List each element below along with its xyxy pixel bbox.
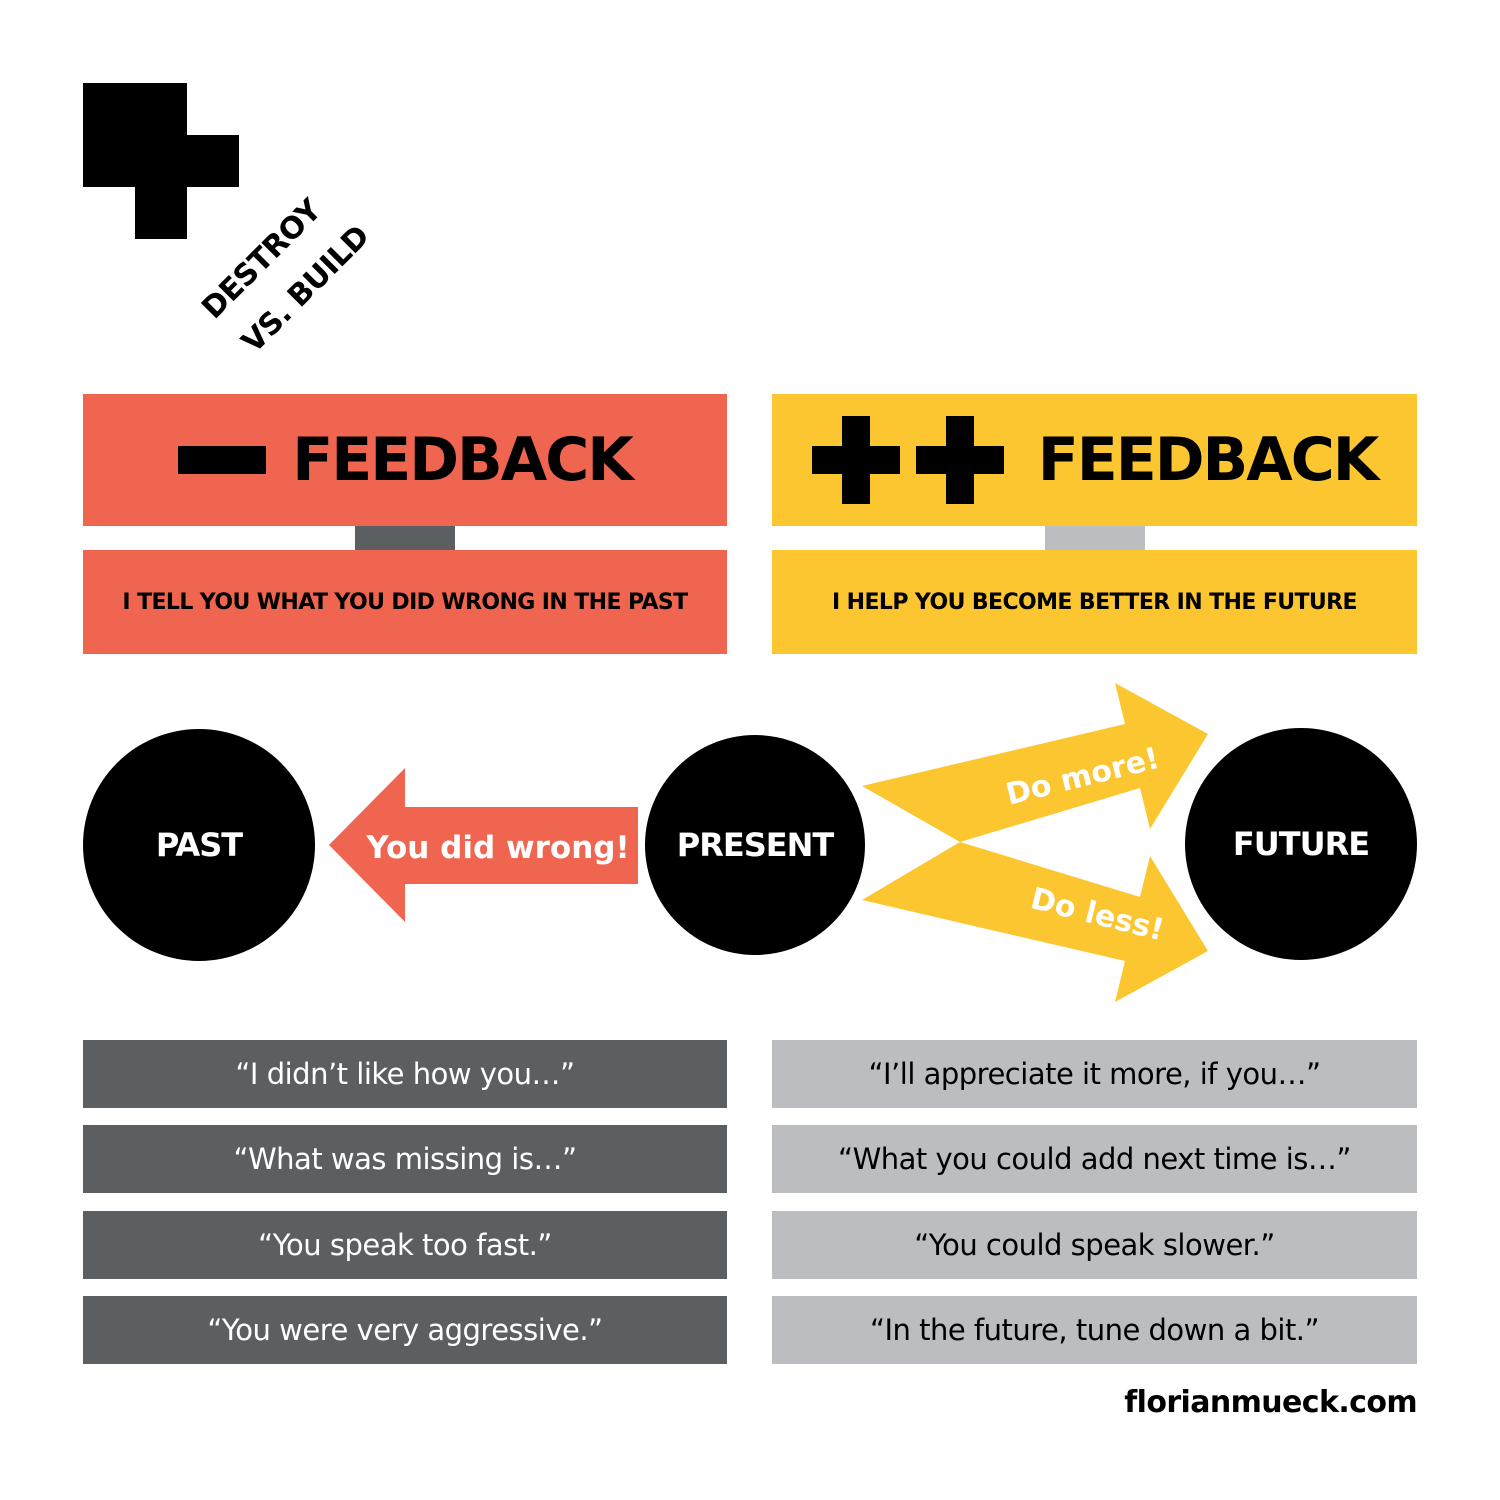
do-less-arrow [862, 842, 1208, 1002]
logo-shape [83, 83, 187, 135]
negative-title: FEEDBACK [292, 425, 633, 495]
positive-connector [1045, 526, 1145, 550]
positive-quote: “In the future, tune down a bit.” [772, 1296, 1417, 1364]
positive-quote: “I’ll appreciate it more, if you…” [772, 1040, 1417, 1108]
logo-shape [83, 135, 135, 187]
positive-subtitle: I HELP YOU BECOME BETTER IN THE FUTURE [772, 550, 1417, 654]
minus-icon [178, 446, 267, 474]
plus-icon [915, 416, 1004, 504]
negative-quote: “You were very aggressive.” [83, 1296, 727, 1364]
positive-quote: “What you could add next time is…” [772, 1125, 1417, 1193]
past-arrow [329, 768, 638, 922]
logo-shape [135, 135, 239, 187]
negative-feedback-header: FEEDBACK [83, 394, 727, 526]
past-arrow-label: You did wrong! [365, 830, 629, 866]
positive-quote: “You could speak slower.” [772, 1211, 1417, 1279]
negative-connector [355, 526, 455, 550]
negative-quote: “You speak too fast.” [83, 1211, 727, 1279]
website-link[interactable]: florianmueck.com [1124, 1385, 1417, 1420]
plus-icon [811, 416, 900, 504]
negative-quote: “What was missing is…” [83, 1125, 727, 1193]
negative-subtitle: I TELL YOU WHAT YOU DID WRONG IN THE PAS… [83, 550, 727, 654]
logo-shape [135, 187, 187, 239]
past-circle: PAST [83, 729, 315, 961]
future-circle: FUTURE [1185, 728, 1417, 960]
negative-quote: “I didn’t like how you…” [83, 1040, 727, 1108]
present-circle: PRESENT [645, 735, 865, 955]
positive-feedback-header: FEEDBACK [772, 394, 1417, 526]
positive-title: FEEDBACK [1037, 425, 1379, 495]
do-more-arrow [862, 683, 1208, 842]
